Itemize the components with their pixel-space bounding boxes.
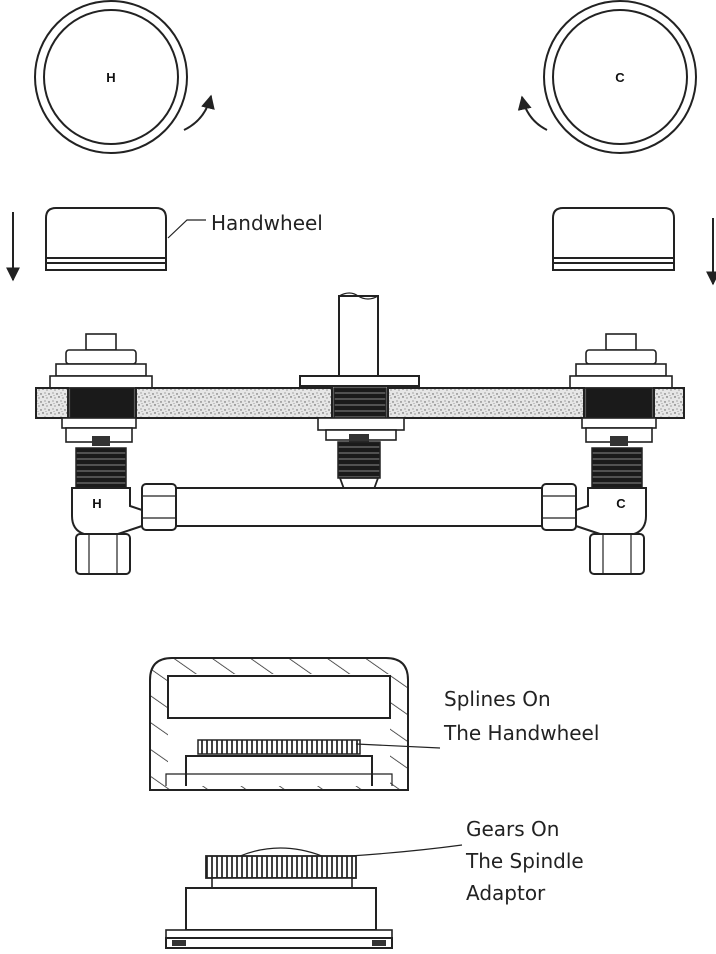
hot-valve-cap xyxy=(49,333,153,389)
spindle-adaptor xyxy=(165,847,393,949)
splines-label-line1: Splines On xyxy=(444,687,551,711)
gears-label-line2: The Spindle xyxy=(465,849,584,873)
spout-tube xyxy=(299,292,420,387)
spindle-gears xyxy=(205,855,357,879)
gears-label-line1: Gears On xyxy=(466,817,559,841)
splines-leader xyxy=(355,743,441,749)
handwheel-leader xyxy=(167,219,206,239)
hot-handle-top-view: H xyxy=(34,0,188,154)
countertop-assembly: H C xyxy=(35,292,685,575)
cold-label-top: C xyxy=(615,70,625,85)
cold-handle-top-view: C xyxy=(543,0,697,154)
gears-label-line3: Adaptor xyxy=(466,881,546,905)
hot-valve-body: H xyxy=(71,483,177,575)
hot-rotation-arrow xyxy=(183,94,215,131)
hot-valve-shank xyxy=(61,387,137,489)
gears-leader xyxy=(349,844,463,857)
splines-label-line2: The Handwheel xyxy=(443,721,599,745)
cold-rotation-arrow xyxy=(517,95,548,131)
handwheel-splines xyxy=(197,739,361,755)
cold-valve-shank xyxy=(581,387,657,489)
handwheel-label: Handwheel xyxy=(211,211,323,235)
connecting-pipe xyxy=(175,487,545,527)
counter-slab xyxy=(35,387,685,419)
hot-label-top: H xyxy=(106,70,115,85)
handwheel-cross-section xyxy=(149,657,409,791)
cold-valve-body: C xyxy=(541,483,647,575)
hot-handwheel xyxy=(45,207,167,271)
hot-label-valve: H xyxy=(92,496,101,511)
cold-valve-cap xyxy=(569,333,673,389)
cold-label-valve: C xyxy=(616,496,626,511)
cold-handwheel xyxy=(552,207,675,271)
